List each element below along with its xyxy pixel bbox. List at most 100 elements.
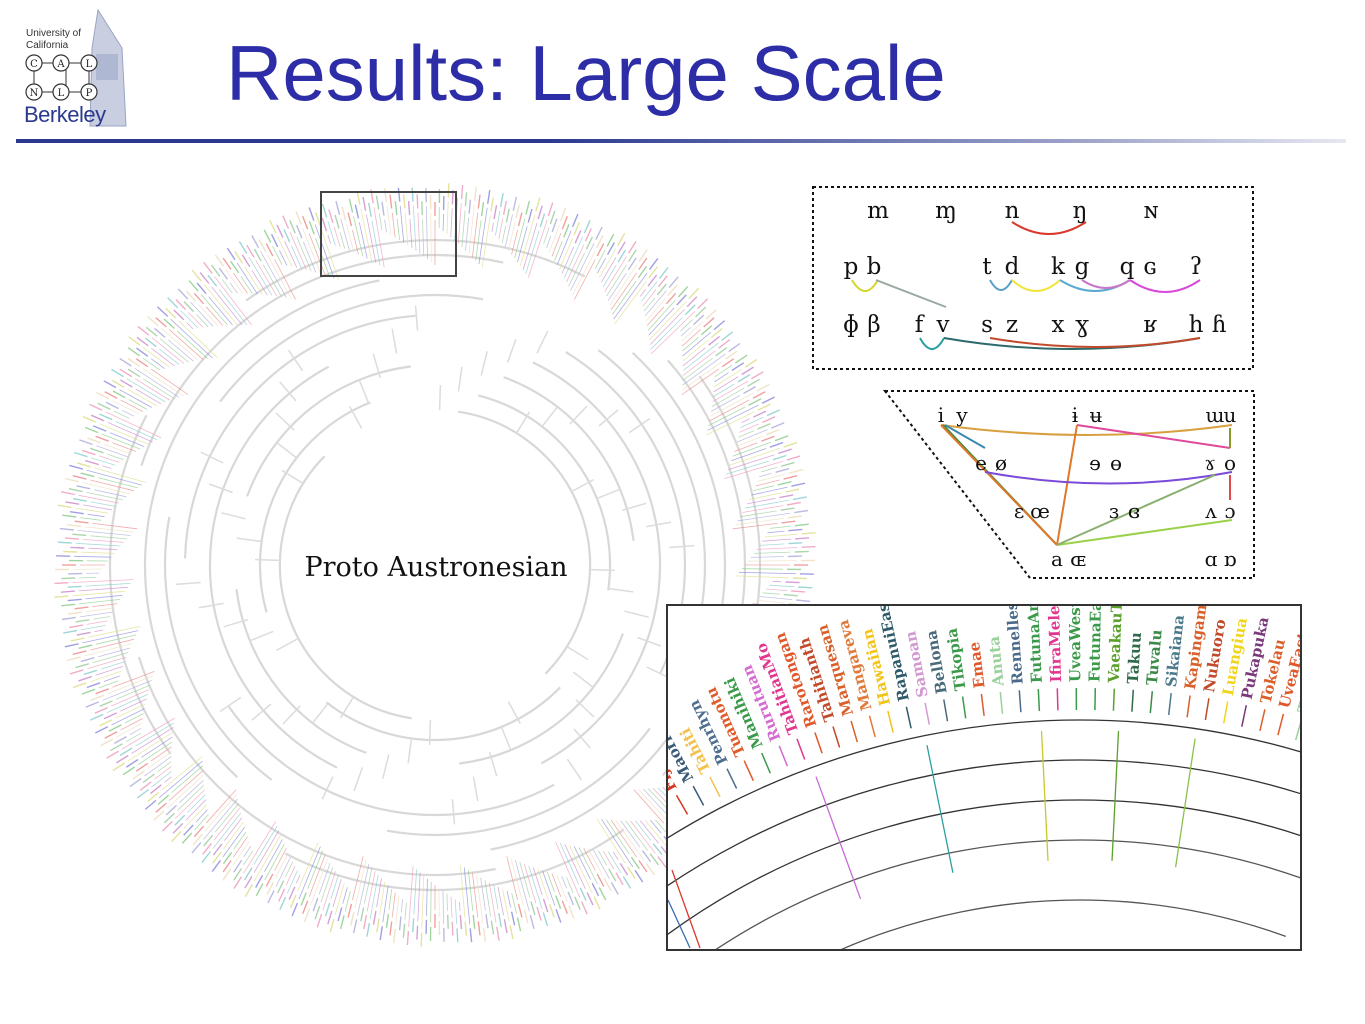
tree-leaf-label-mark	[70, 546, 85, 549]
tree-branch	[353, 767, 364, 792]
tree-leaf-branch	[277, 236, 293, 267]
tree-leaf-branch	[154, 766, 172, 780]
tree-leaf-label-mark	[376, 918, 380, 933]
tree-leaf-branch	[426, 878, 428, 916]
tree-leaf-branch	[86, 469, 142, 486]
tree-leaf-branch	[442, 890, 445, 924]
tree-leaf-label-mark	[145, 326, 158, 337]
tree-leaf-label-mark	[181, 832, 193, 844]
tree-leaf-branch	[564, 844, 586, 889]
tree-leaf-branch	[180, 310, 199, 329]
tree-leaf-branch	[680, 327, 691, 337]
tree-leaf-branch	[286, 870, 298, 894]
zoom-leaf-label: Niue	[1312, 677, 1341, 720]
tree-leaf-label-mark	[648, 257, 659, 271]
logo-letter-circle	[80, 54, 98, 72]
tree-leaf-label-mark	[106, 750, 120, 759]
tree-leaf-branch	[681, 329, 701, 347]
tree-leaf-branch	[84, 643, 133, 657]
tree-leaf-branch	[612, 851, 619, 861]
tree-branch	[457, 366, 463, 392]
tree-leaf-branch	[528, 865, 543, 909]
tree-leaf-label-mark	[222, 868, 232, 881]
tree-leaf-branch	[127, 388, 157, 406]
tree-leaf-label-mark	[705, 309, 717, 320]
tree-leaf-branch	[127, 731, 174, 762]
tree-leaf-branch	[285, 861, 294, 878]
tree-leaf-label-mark	[230, 260, 240, 274]
zoom-leaf-branch	[692, 785, 705, 806]
tree-leaf-label-mark	[579, 887, 587, 901]
tree-branch	[507, 701, 521, 724]
tree-leaf-label-mark	[766, 428, 780, 436]
tree-leaf-label-mark	[61, 603, 76, 607]
tree-leaf-branch	[229, 282, 238, 294]
tree-leaf-branch	[232, 836, 248, 858]
tree-branch	[276, 637, 299, 651]
tree-leaf-label-mark	[788, 542, 803, 545]
tree-leaf-label-mark	[99, 700, 113, 707]
consonant-symbol: t	[982, 254, 992, 280]
tree-leaf-label-mark	[112, 762, 126, 772]
tree-leaf-branch	[417, 212, 421, 254]
tree-leaf-label-mark	[695, 306, 707, 318]
tree-leaf-branch	[376, 878, 382, 908]
zoom-leaf-branch	[1131, 689, 1135, 712]
tree-leaf-branch	[532, 867, 543, 896]
tree-leaf-branch	[115, 421, 158, 441]
tree-leaf-label-mark	[676, 294, 687, 306]
tree-leaf-branch	[729, 447, 780, 466]
vowel-symbol: ɨ	[1072, 403, 1078, 427]
tree-leaf-branch	[769, 584, 795, 588]
tree-leaf-branch	[511, 893, 517, 914]
tree-leaf-label-mark	[505, 208, 510, 223]
tree-leaf-branch	[142, 357, 161, 371]
tree-leaf-label-mark	[288, 886, 296, 900]
tree-leaf-label-mark	[80, 657, 95, 663]
tree-leaf-label-mark	[542, 898, 549, 913]
tree-leaf-label-mark	[74, 520, 89, 524]
tree-leaf-label-mark	[638, 249, 648, 262]
logo-letter-circle	[52, 83, 70, 101]
tree-leaf-label-mark	[165, 307, 177, 319]
tree-leaf-label-mark	[142, 773, 155, 784]
tree-leaf-branch	[378, 213, 383, 231]
tree-branch	[358, 379, 370, 404]
tree-leaf-label-mark	[222, 851, 233, 865]
tree-leaf-branch	[412, 205, 417, 251]
tree-branch-arc	[478, 394, 612, 591]
tree-leaf-branch	[111, 708, 145, 726]
tree-leaf-label-mark	[496, 926, 500, 941]
tree-leaf-label-mark	[627, 866, 636, 879]
tree-leaf-label-mark	[360, 907, 365, 922]
tree-leaf-label-mark	[777, 481, 792, 486]
tree-leaf-label-mark	[54, 582, 69, 585]
tree-leaf-label-mark	[316, 913, 323, 928]
zoom-leaf-branch	[905, 706, 912, 729]
tree-branch	[391, 328, 398, 354]
tree-leaf-label-mark	[451, 921, 454, 936]
tree-branch	[221, 512, 246, 520]
tree-leaf-label-mark	[265, 243, 274, 257]
tree-branch	[536, 330, 549, 354]
tree-leaf-branch	[465, 217, 470, 251]
tree-leaf-label-mark	[787, 515, 802, 519]
tree-leaf-label-mark	[67, 656, 81, 662]
tree-leaf-branch	[105, 411, 162, 439]
tree-branch-arc	[458, 410, 592, 675]
tree-leaf-branch	[468, 205, 475, 254]
tree-leaf-branch	[472, 872, 479, 918]
tree-leaf-branch	[96, 445, 128, 458]
tree-leaf-label-mark	[203, 261, 213, 274]
tree-leaf-label-mark	[459, 915, 463, 930]
tree-leaf-branch	[409, 218, 413, 248]
vowel-symbol: y	[955, 403, 968, 427]
tree-leaf-branch	[315, 237, 330, 277]
tree-leaf-label-mark	[348, 198, 354, 213]
tree-leaf-label-mark	[136, 788, 149, 799]
zoom-branch	[668, 899, 691, 949]
consonant-symbol: n	[1005, 198, 1020, 224]
tree-leaf-label-mark	[728, 342, 741, 353]
tree-leaf-branch	[712, 380, 749, 403]
tree-leaf-branch	[174, 789, 205, 819]
